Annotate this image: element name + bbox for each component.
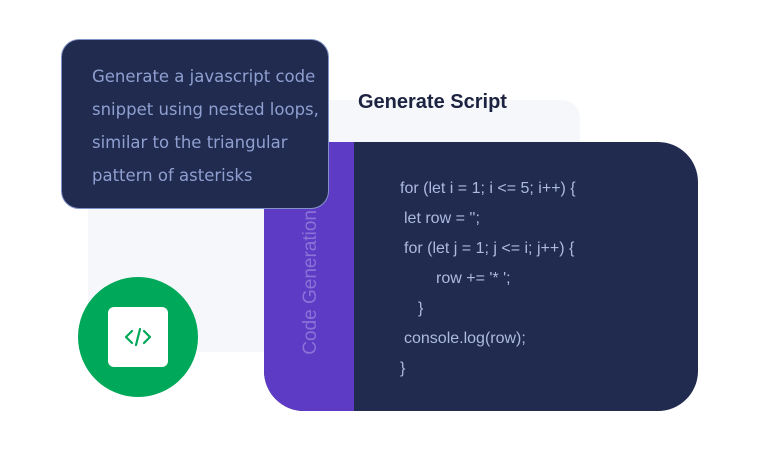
prompt-text: Generate a javascript code snippet using… [92, 67, 319, 185]
code-badge [78, 277, 198, 397]
code-block: for (let i = 1; i <= 5; i++) { let row =… [400, 174, 680, 384]
code-line: for (let i = 1; i <= 5; i++) { [400, 180, 576, 197]
code-line: console.log(row); [404, 330, 526, 347]
code-line: row += '* '; [436, 270, 511, 287]
code-line: let row = ''; [404, 210, 480, 227]
code-line: for (let j = 1; j <= i; j++) { [404, 240, 575, 257]
prompt-box: Generate a javascript code snippet using… [61, 39, 329, 209]
code-card: Code Generation for (let i = 1; i <= 5; … [264, 142, 698, 411]
code-line: } [400, 360, 406, 377]
code-line: } [418, 300, 424, 317]
side-label: Code Generation [300, 210, 321, 355]
code-icon [108, 307, 168, 367]
page-title: Generate Script [358, 91, 507, 113]
